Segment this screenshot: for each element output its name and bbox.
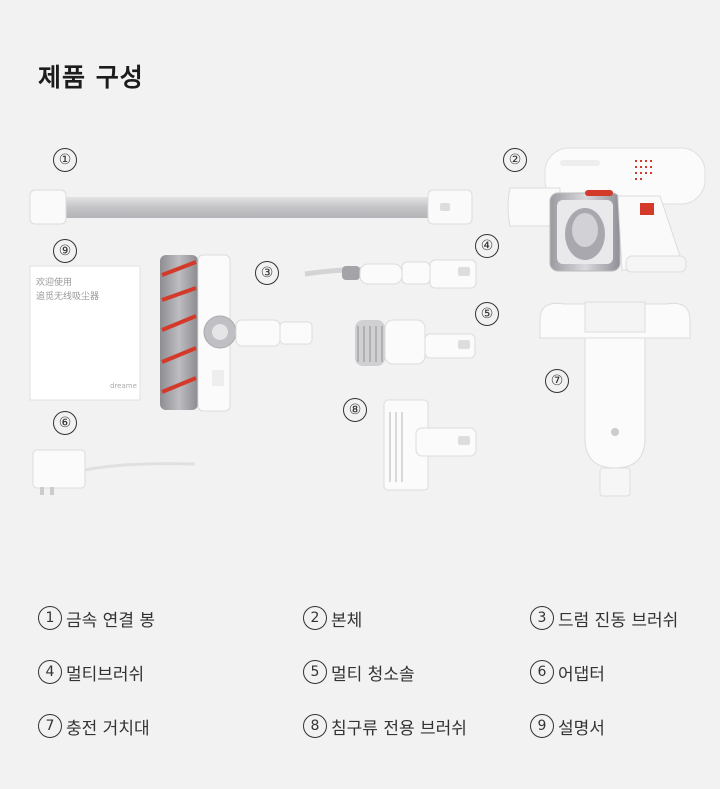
callout-8: ⑧ xyxy=(343,398,367,422)
callout-6: ⑥ xyxy=(53,411,77,435)
legend-item-9: 9 설명서 xyxy=(530,713,605,739)
manual-line-1: 欢迎使用 xyxy=(36,278,73,288)
legend-item-6: 6 어댑터 xyxy=(530,659,605,685)
legend-label: 어댑터 xyxy=(558,664,605,685)
callout-2: ② xyxy=(503,148,527,172)
manual-booklet xyxy=(29,265,141,401)
legend-number: 4 xyxy=(38,660,62,684)
legend-item-1: 1 금속 연결 봉 xyxy=(38,605,155,631)
legend-item-5: 5 멀티 청소솔 xyxy=(303,659,415,685)
legend-number: 6 xyxy=(530,660,554,684)
callout-3: ③ xyxy=(255,261,279,285)
legend-label: 드럼 진동 브러쉬 xyxy=(558,610,679,631)
metal-rod xyxy=(29,189,473,225)
adapter xyxy=(32,449,196,495)
legend-number: 3 xyxy=(530,606,554,630)
multi-brush xyxy=(304,259,477,289)
legend-number: 8 xyxy=(303,714,327,738)
legend-number: 7 xyxy=(38,714,62,738)
callout-7: ⑦ xyxy=(545,369,569,393)
legend-label: 침구류 전용 브러쉬 xyxy=(331,718,467,739)
main-body xyxy=(507,147,706,273)
callout-4: ④ xyxy=(475,234,499,258)
callout-1: ① xyxy=(53,148,77,172)
legend-label: 금속 연결 봉 xyxy=(66,610,156,631)
legend-item-4: 4 멀티브러쉬 xyxy=(38,659,144,685)
legend-item-2: 2 본체 xyxy=(303,605,362,631)
bedding-brush xyxy=(383,399,477,491)
legend-number: 2 xyxy=(303,606,327,630)
legend-item-7: 7 충전 거치대 xyxy=(38,713,150,739)
callout-5: ⑤ xyxy=(475,302,499,326)
drum-brush xyxy=(160,254,313,412)
page-title: 제품 구성 xyxy=(38,63,144,92)
legend-label: 설명서 xyxy=(558,718,605,739)
legend-label: 멀티브러쉬 xyxy=(66,664,145,685)
legend-number: 9 xyxy=(530,714,554,738)
manual-line-2: 追觅无线吸尘器 xyxy=(36,292,100,302)
multi-cleaning-brush xyxy=(355,319,476,366)
legend-number: 5 xyxy=(303,660,327,684)
legend-item-3: 3 드럼 진동 브러쉬 xyxy=(530,605,678,631)
legend-item-8: 8 침구류 전용 브러쉬 xyxy=(303,713,467,739)
charging-stand xyxy=(539,301,691,497)
callout-9: ⑨ xyxy=(53,239,77,263)
legend-label: 멀티 청소솔 xyxy=(331,664,415,685)
legend-label: 충전 거치대 xyxy=(66,718,150,739)
legend-label: 본체 xyxy=(331,610,363,631)
manual-brand: dreame xyxy=(110,382,137,390)
legend-number: 1 xyxy=(38,606,62,630)
